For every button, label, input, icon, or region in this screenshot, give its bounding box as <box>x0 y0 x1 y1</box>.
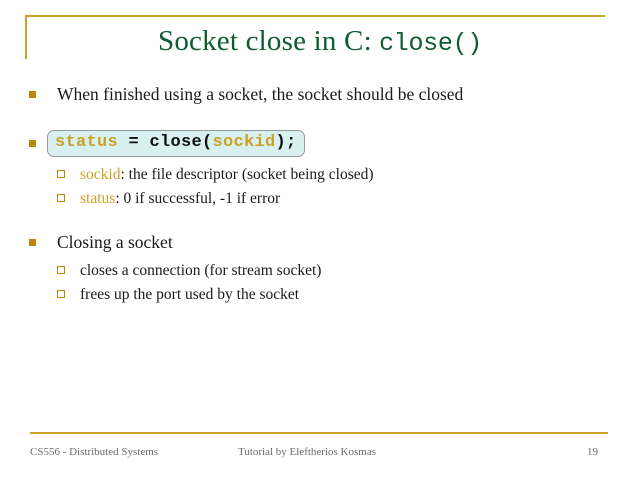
code-statement-row: status = close(sockid); <box>0 130 638 157</box>
bullet-intro: When finished using a socket, the socket… <box>0 82 638 107</box>
bullet-closes-connection: closes a connection (for stream socket) <box>0 259 638 282</box>
code-token-close-paren: ); <box>275 133 297 152</box>
spacer <box>0 211 638 230</box>
slide-body: When finished using a socket, the socket… <box>0 82 638 307</box>
slide-title-code: close() <box>379 29 482 58</box>
footer-divider <box>30 432 608 434</box>
bullet-status-desc: status: 0 if successful, -1 if error <box>0 187 638 210</box>
title-border-left-rule <box>25 15 27 59</box>
bullet-sockid-desc-label: : the file descriptor (socket being clos… <box>120 166 374 183</box>
title-border-top-rule <box>25 15 605 17</box>
code-token-status: status <box>55 133 119 152</box>
bullet-intro-label: When finished using a socket, the socket… <box>57 84 464 104</box>
square-bullet-icon <box>29 91 36 98</box>
term-status: status <box>80 190 116 207</box>
code-token-assign-call: = close( <box>118 133 213 152</box>
spacer <box>0 111 638 130</box>
slide-title: Socket close in C: close() <box>40 24 600 61</box>
bullet-frees-port: frees up the port used by the socket <box>0 283 638 306</box>
hollow-square-bullet-icon <box>57 170 65 178</box>
slide-footer: CS556 - Distributed Systems Tutorial by … <box>30 443 608 461</box>
hollow-square-bullet-icon <box>57 194 65 202</box>
square-bullet-icon <box>29 140 36 147</box>
code-snippet-box: status = close(sockid); <box>47 130 305 157</box>
hollow-square-bullet-icon <box>57 290 65 298</box>
code-token-sockid: sockid <box>212 133 276 152</box>
bullet-closing-socket-label: Closing a socket <box>57 232 173 252</box>
footer-course-label: CS556 - Distributed Systems <box>30 446 159 458</box>
slide-number: 19 <box>587 446 598 458</box>
term-sockid: sockid <box>80 166 121 183</box>
bullet-frees-port-label: frees up the port used by the socket <box>80 286 300 303</box>
square-bullet-icon <box>29 239 36 246</box>
slide-title-text: Socket close in C: <box>158 25 372 57</box>
bullet-closes-connection-label: closes a connection (for stream socket) <box>80 262 322 279</box>
bullet-closing-socket: Closing a socket <box>0 230 638 255</box>
bullet-sockid-desc: sockid: the file descriptor (socket bein… <box>0 163 638 186</box>
footer-author-label: Tutorial by Eleftherios Kosmas <box>238 446 376 458</box>
hollow-square-bullet-icon <box>57 266 65 274</box>
bullet-status-desc-label: : 0 if successful, -1 if error <box>115 190 281 207</box>
